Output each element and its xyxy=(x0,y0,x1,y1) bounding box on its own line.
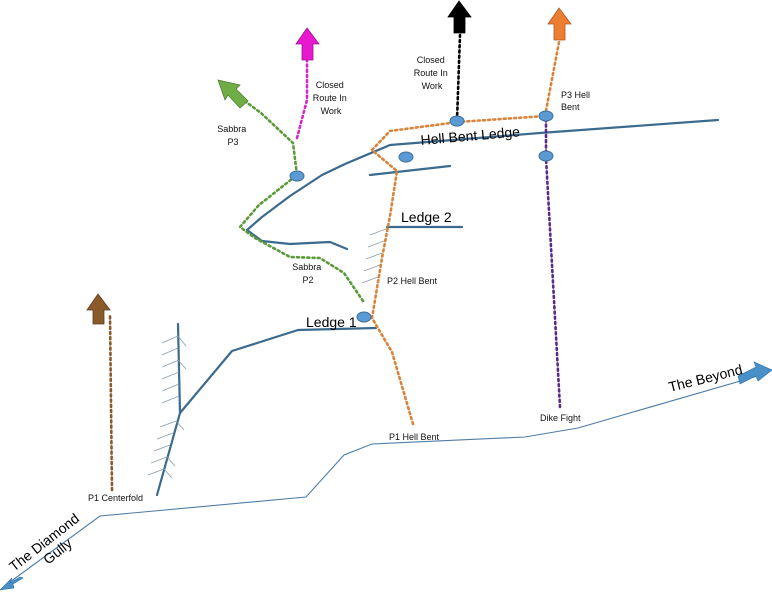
the-beyond-label: The Beyond xyxy=(667,361,744,395)
hell-bent-ledge-line xyxy=(245,118,720,251)
ledge-lines xyxy=(155,118,720,497)
magenta-arrow-icon xyxy=(295,27,320,61)
cliff-hatching xyxy=(147,228,387,479)
routes xyxy=(108,33,562,492)
anchor-ledge-1 xyxy=(356,311,372,323)
orange-arrow-icon xyxy=(547,7,572,41)
p2-hell-bent-label: P2 Hell Bent xyxy=(387,276,438,286)
approach-trail xyxy=(0,361,772,591)
centerfold-route xyxy=(108,313,114,492)
beyond-arrow-icon xyxy=(737,361,772,385)
sabbra-p2-label: Sabbra P2 xyxy=(292,262,324,285)
p3-hell-bent-label: P3 Hell Bent xyxy=(561,90,593,112)
hell-bent-route xyxy=(370,35,562,426)
brown-arrow-icon xyxy=(86,293,111,325)
p1-hell-bent-label: P1 Hell Bent xyxy=(389,432,440,442)
ledge-2-label: Ledge 2 xyxy=(401,209,452,225)
anchor-sabbra-p3 xyxy=(289,170,305,182)
closed-route-right-label: Closed Route In Work xyxy=(414,55,451,91)
anchor-ledge-2 xyxy=(398,151,414,163)
diamond-arrow-icon xyxy=(0,576,24,591)
sabbra-route xyxy=(238,97,365,303)
closed-route-left-label: Closed Route In Work xyxy=(313,80,350,116)
sabbra-p3-label: Sabbra P3 xyxy=(217,124,249,147)
anchor-closed-route xyxy=(449,115,465,127)
ledge-1-line xyxy=(178,326,378,415)
anchor-p3-hell-bent xyxy=(538,110,554,122)
route-arrows xyxy=(86,0,572,325)
anchors xyxy=(289,110,554,323)
green-arrow-icon xyxy=(217,79,249,109)
labels: Hell Bent Ledge Ledge 2 Ledge 1 The Beyo… xyxy=(6,55,744,574)
dike-fight-label: Dike Fight xyxy=(540,413,581,423)
black-arrow-icon xyxy=(447,0,472,34)
ledge-1-label: Ledge 1 xyxy=(306,314,357,330)
p1-centerfold-label: P1 Centerfold xyxy=(88,493,143,503)
closed-route-right xyxy=(455,33,462,122)
hell-bent-ledge-label: Hell Bent Ledge xyxy=(420,123,521,148)
anchor-dike-fight xyxy=(538,150,554,162)
closed-route-left xyxy=(295,58,309,140)
